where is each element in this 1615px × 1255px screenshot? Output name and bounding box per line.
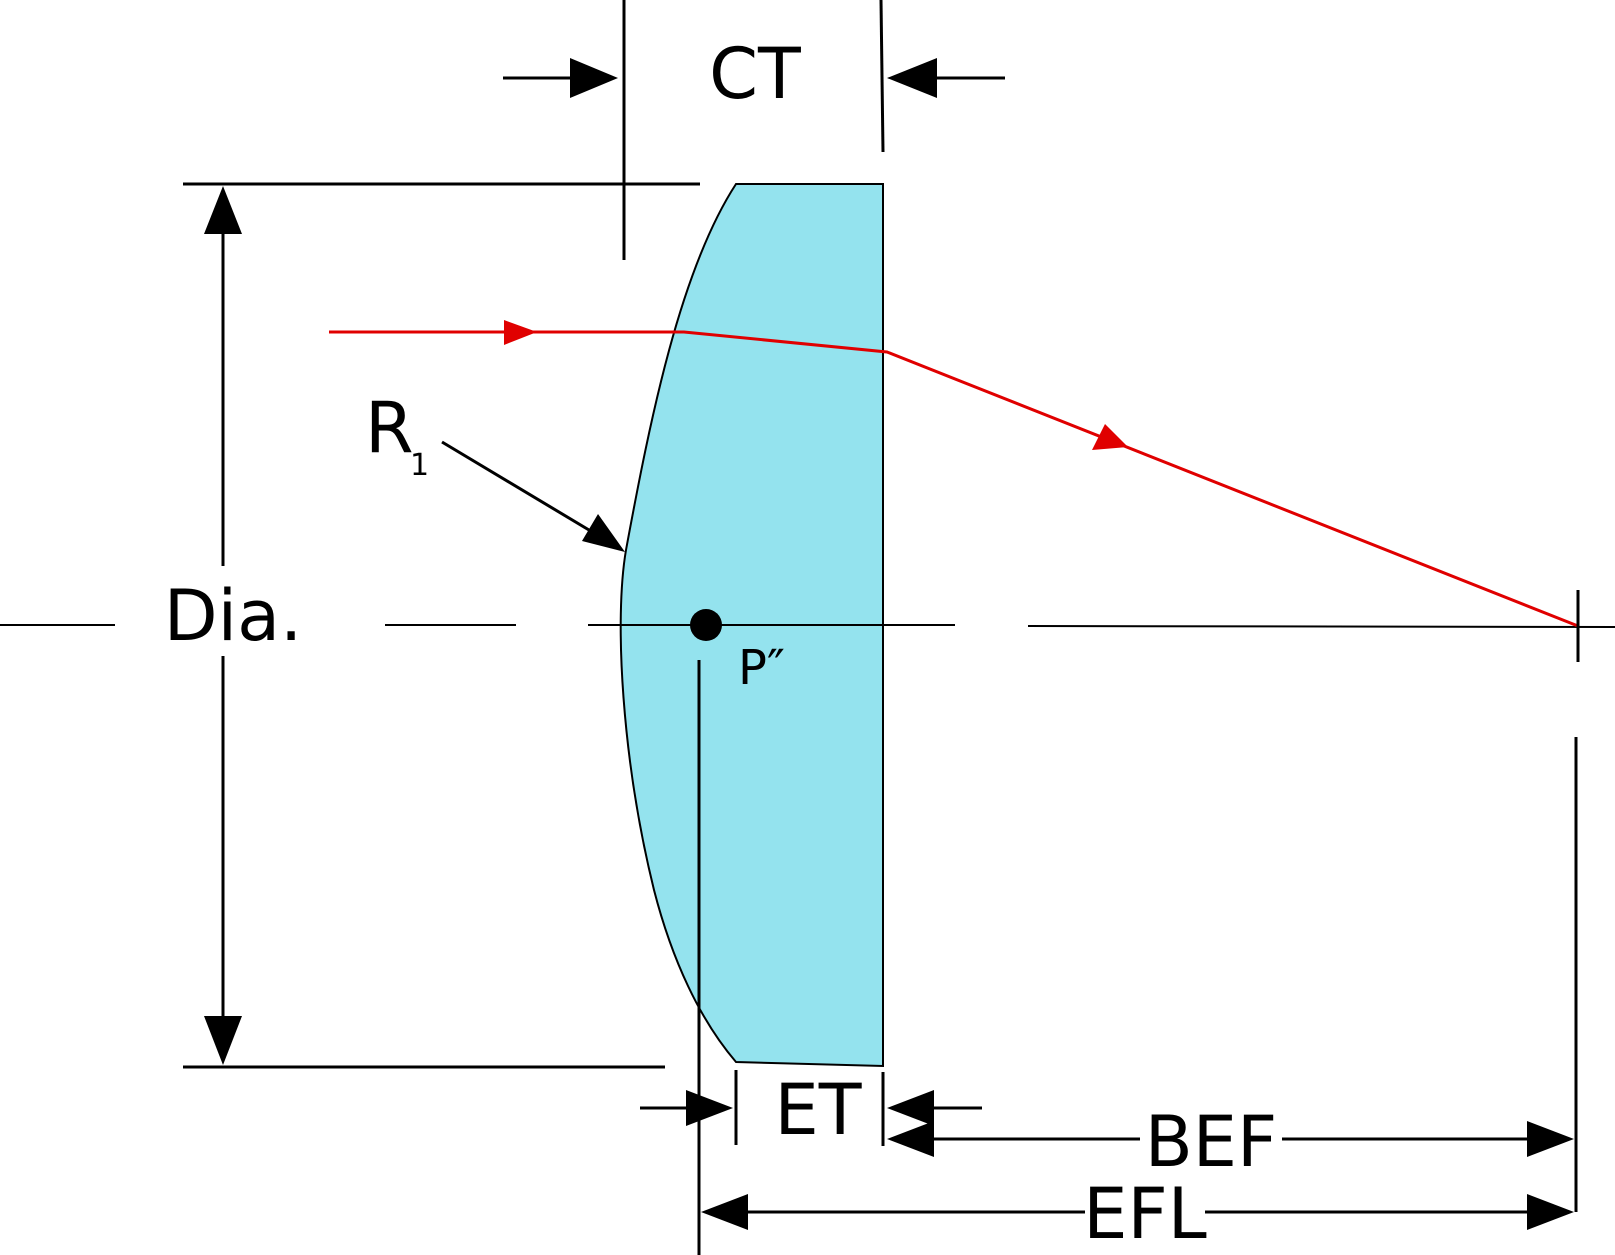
efl-arrow-right bbox=[1527, 1194, 1574, 1230]
ray-arrow-out bbox=[1092, 424, 1128, 450]
ct-arrow-left bbox=[570, 58, 618, 98]
bef-arrow-left bbox=[887, 1121, 934, 1157]
bef-label: BEF bbox=[1145, 1101, 1278, 1183]
diameter-arrow-top bbox=[204, 186, 242, 234]
ray-arrow-in bbox=[504, 320, 537, 345]
r1-leader bbox=[441, 440, 595, 535]
principal-point-label: P″ bbox=[738, 640, 785, 696]
optical-axis bbox=[0, 624, 1615, 628]
reference-lines bbox=[697, 590, 1580, 1255]
diameter-dimension bbox=[183, 182, 700, 1069]
efl-arrow-left bbox=[701, 1194, 748, 1230]
ct-arrow-right bbox=[887, 58, 937, 98]
r1-arrow bbox=[582, 514, 625, 552]
principal-point bbox=[690, 609, 722, 641]
r1-subscript: 1 bbox=[410, 448, 429, 483]
ct-label: CT bbox=[709, 33, 801, 115]
et-arrow-left bbox=[686, 1090, 733, 1126]
diameter-arrow-bottom bbox=[204, 1016, 242, 1065]
dia-label: Dia. bbox=[164, 575, 303, 657]
ct-dimension bbox=[503, 0, 1005, 260]
efl-label: EFL bbox=[1083, 1173, 1207, 1255]
et-label: ET bbox=[775, 1069, 862, 1151]
light-ray bbox=[329, 320, 1579, 628]
bef-arrow-right bbox=[1527, 1121, 1574, 1157]
et-arrow-right bbox=[887, 1090, 934, 1126]
r1-label: R bbox=[365, 387, 414, 469]
